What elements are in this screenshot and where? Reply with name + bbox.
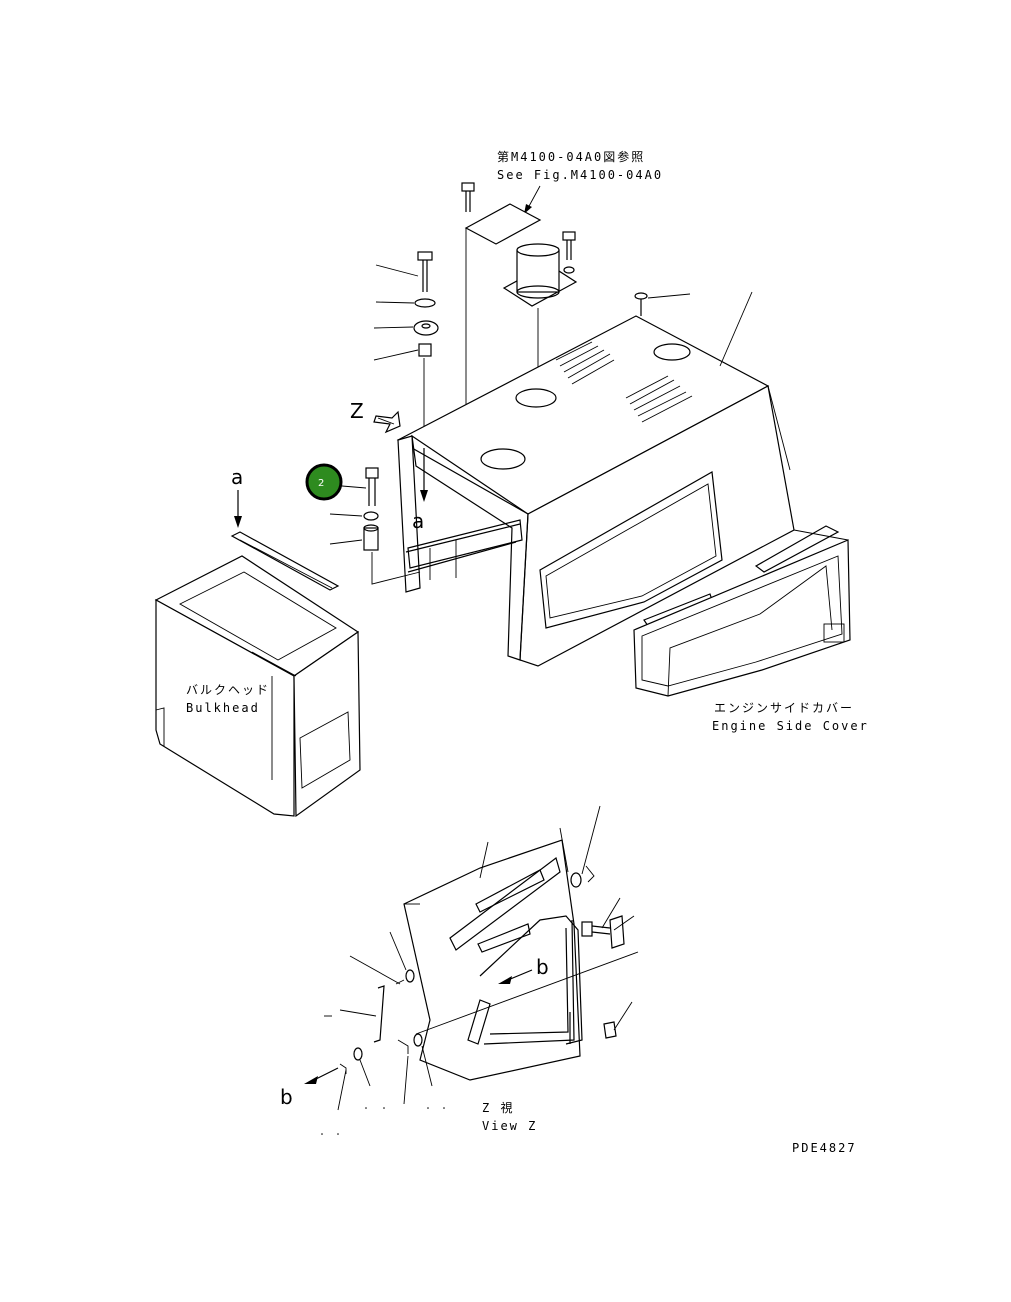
engine-side-cover-jp-label: エンジンサイドカバー bbox=[714, 701, 854, 715]
ref-a-hood: a bbox=[412, 448, 428, 533]
bulkhead-bracket bbox=[230, 531, 340, 591]
bulkhead: バルクヘッド Bulkhead bbox=[154, 555, 361, 818]
bulkhead-fasteners bbox=[329, 467, 421, 585]
engine-side-cover: エンジンサイドカバー Engine Side Cover bbox=[633, 525, 869, 733]
bulkhead-jp-label: バルクヘッド bbox=[186, 683, 270, 697]
view-z-caption: Z 視 View Z bbox=[482, 1100, 537, 1133]
stack-bolt bbox=[562, 231, 576, 274]
see-fig-en-label: See Fig.M4100-04A0 bbox=[497, 168, 663, 182]
engine-hood bbox=[396, 291, 795, 667]
ref-b-left-label: b bbox=[280, 1085, 293, 1109]
top-reference-label: 第M4100-04A0図参照 See Fig.M4100-04A0 bbox=[497, 149, 663, 214]
view-z-letter: Z bbox=[350, 399, 364, 423]
drawing-code: PDE4827 bbox=[792, 1141, 857, 1155]
ref-a-bulkhead: a bbox=[231, 465, 243, 528]
see-fig-jp-label: 第M4100-04A0図参照 bbox=[497, 149, 645, 164]
ref-a-bulkhead-label: a bbox=[231, 465, 243, 489]
view-z-detail: b b bbox=[280, 805, 639, 1135]
view-z-en-label: View Z bbox=[482, 1119, 537, 1133]
callout-2-number: 2 bbox=[318, 478, 324, 489]
ref-a-hood-label: a bbox=[412, 509, 424, 533]
exhaust-stack bbox=[502, 243, 578, 386]
callout-2[interactable]: 2 bbox=[305, 463, 367, 501]
view-z-arrow: Z bbox=[350, 399, 401, 434]
hood-cap bbox=[634, 292, 691, 316]
bulkhead-en-label: Bulkhead bbox=[186, 701, 260, 715]
view-z-jp-label: Z 視 bbox=[482, 1100, 514, 1115]
mount-fastener-stack bbox=[373, 251, 439, 448]
engine-side-cover-en-label: Engine Side Cover bbox=[712, 719, 869, 733]
ref-b-right-label: b bbox=[536, 955, 549, 979]
